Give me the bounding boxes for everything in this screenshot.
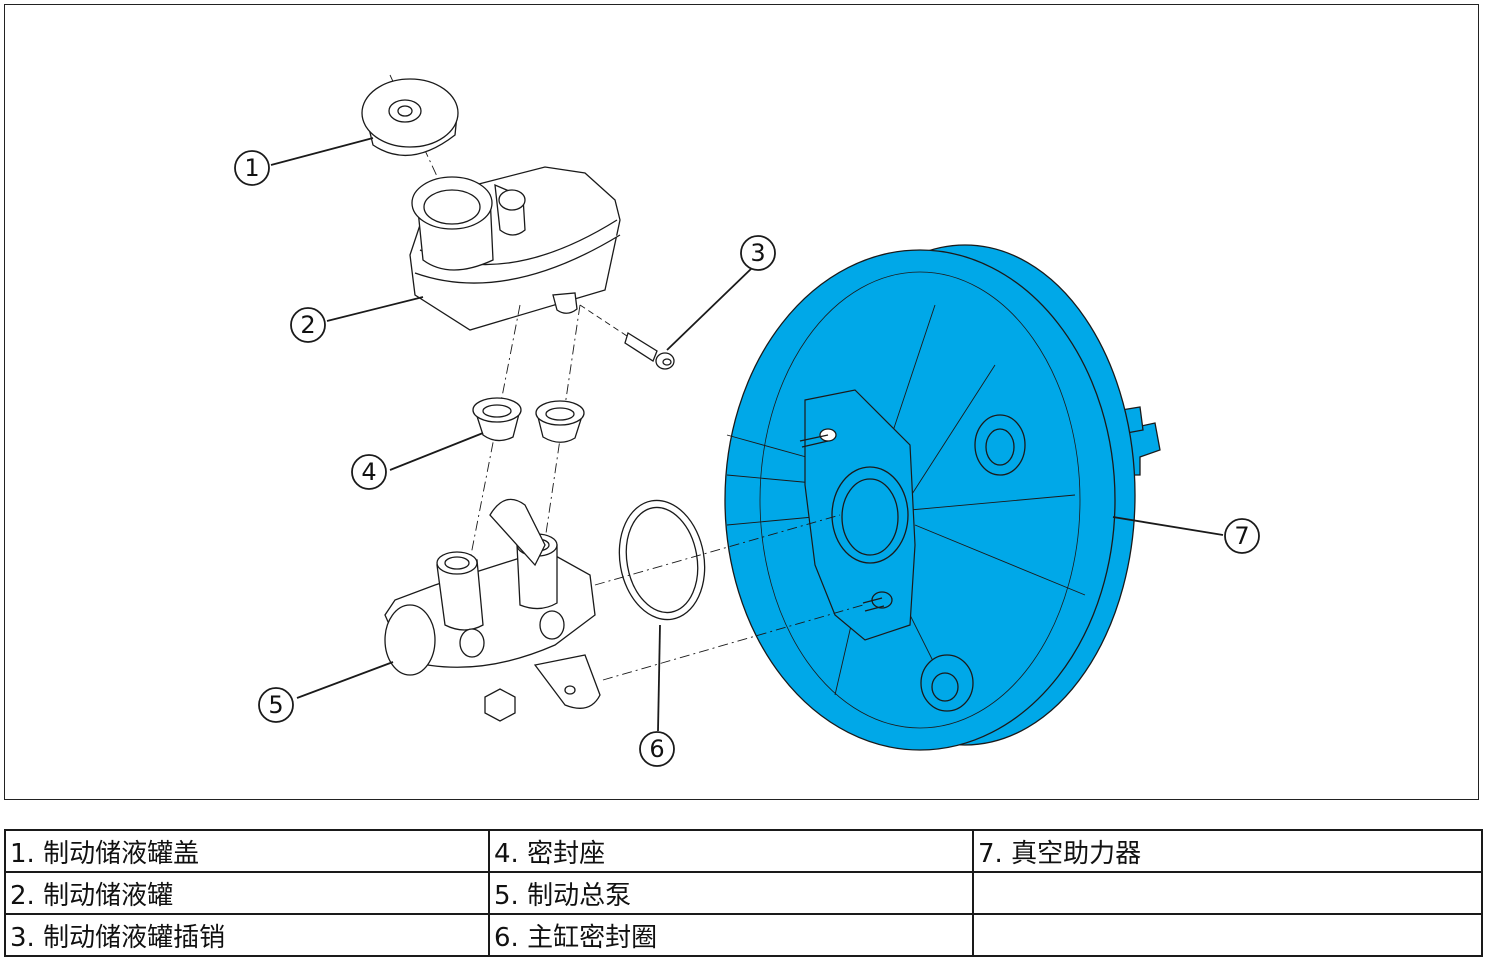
callout-7: 7 bbox=[1224, 518, 1260, 554]
callout-6: 6 bbox=[639, 731, 675, 767]
svg-text:5: 5 bbox=[268, 691, 283, 719]
parts-legend-table: 1. 制动储液罐盖 4. 密封座 7. 真空助力器 2. 制动储液罐 5. 制动… bbox=[4, 829, 1483, 957]
svg-text:6: 6 bbox=[649, 735, 664, 763]
legend-cell bbox=[972, 913, 1483, 957]
svg-text:3: 3 bbox=[750, 239, 765, 267]
svg-text:1: 1 bbox=[244, 154, 259, 182]
svg-text:4: 4 bbox=[361, 458, 376, 486]
legend-cell: 4. 密封座 bbox=[488, 829, 974, 873]
reservoir-cap bbox=[361, 74, 459, 216]
reservoir-seals bbox=[469, 304, 585, 561]
legend-cell: 1. 制动储液罐盖 bbox=[4, 829, 490, 873]
exploded-view-diagram: 1 2 3 4 5 6 7 bbox=[234, 74, 1260, 767]
callout-2: 2 bbox=[290, 307, 326, 343]
reservoir-pin bbox=[579, 304, 675, 370]
legend-row: 2. 制动储液罐 5. 制动总泵 bbox=[4, 871, 1483, 915]
legend-cell: 3. 制动储液罐插销 bbox=[4, 913, 490, 957]
diagram-frame: 1 2 3 4 5 6 7 bbox=[4, 4, 1479, 800]
legend-cell: 5. 制动总泵 bbox=[488, 871, 974, 915]
legend-cell: 6. 主缸密封圈 bbox=[488, 913, 974, 957]
svg-text:2: 2 bbox=[300, 311, 315, 339]
legend-row: 3. 制动储液罐插销 6. 主缸密封圈 bbox=[4, 913, 1483, 957]
callout-3: 3 bbox=[740, 235, 776, 271]
legend-cell bbox=[972, 871, 1483, 915]
callout-1: 1 bbox=[234, 150, 270, 186]
legend-row: 1. 制动储液罐盖 4. 密封座 7. 真空助力器 bbox=[4, 829, 1483, 873]
vacuum-booster bbox=[724, 244, 1161, 751]
brake-reservoir bbox=[409, 166, 621, 331]
leader-lines bbox=[270, 137, 1224, 732]
callout-5: 5 bbox=[258, 687, 294, 723]
master-cylinder bbox=[384, 498, 864, 722]
legend-cell: 7. 真空助力器 bbox=[972, 829, 1483, 873]
callout-4: 4 bbox=[351, 454, 387, 490]
legend-cell: 2. 制动储液罐 bbox=[4, 871, 490, 915]
master-cylinder-seal-ring bbox=[618, 499, 706, 621]
svg-text:7: 7 bbox=[1234, 522, 1249, 550]
